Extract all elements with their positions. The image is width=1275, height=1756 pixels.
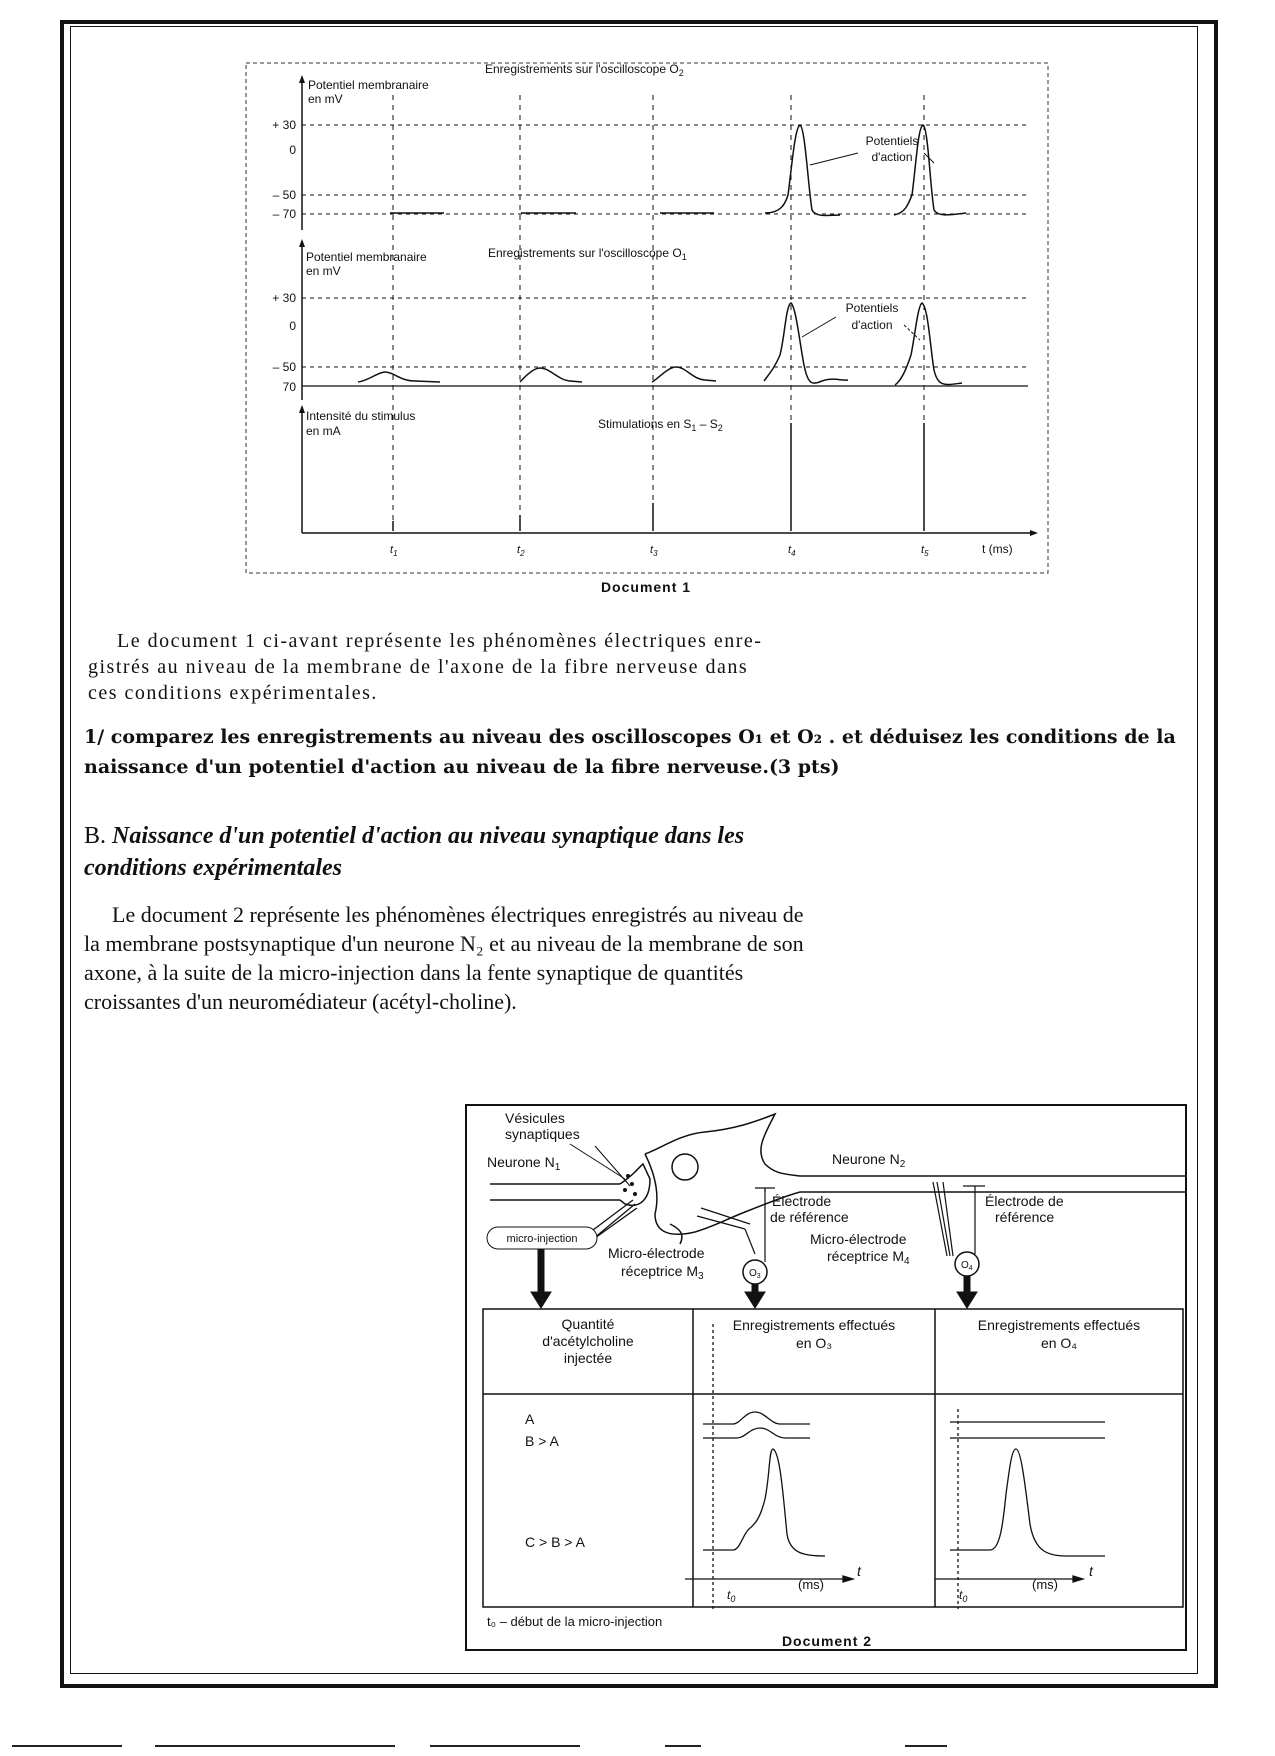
m3-label-line2: réceptrice M3 (621, 1263, 704, 1282)
o4-t0-label: t0 (959, 1588, 967, 1604)
m3-label-line1: Micro-électrode (608, 1245, 705, 1261)
electrode-ref2-line1: Électrode de (985, 1193, 1064, 1209)
table-header-o4-line1: Enregistrements effectués (978, 1317, 1140, 1333)
page-frame-inner (70, 26, 1198, 1674)
o2-tick-0: 0 (289, 143, 296, 157)
footer-line (12, 1745, 122, 1747)
electrode-ref1-line2: de référence (770, 1209, 849, 1225)
xtick-t4: t4 (788, 544, 796, 558)
o3-t0-label: t0 (727, 1588, 735, 1604)
table-header-o3-line1: Enregistrements effectués (733, 1317, 895, 1333)
o2-ylabel-line2: en mV (308, 92, 343, 106)
electrode-ref2-line2: référence (995, 1209, 1054, 1225)
o1-tick-70: 70 (283, 380, 297, 394)
neurone-n1-label: Neurone N1 (487, 1154, 561, 1173)
o1-ylabel-line2: en mV (306, 264, 341, 278)
o1-annotation-line2: d'action (852, 318, 893, 332)
o2-annotation-line1: Potentiels (866, 134, 919, 148)
table-header-o4-line2: en O₄ (1041, 1335, 1077, 1351)
table-header-o3-line2: en O₃ (796, 1335, 832, 1351)
description-line: Le document 1 ci-avant représente les ph… (117, 630, 763, 652)
stim-ylabel-line2: en mA (306, 424, 341, 438)
o1-tick-plus30: + 30 (272, 291, 296, 305)
xaxis-label: t (ms) (982, 542, 1013, 556)
footer-line (905, 1745, 947, 1747)
document-1-description: Le document 1 ci-avant représente les ph… (88, 628, 917, 706)
o4-ms-label: (ms) (1032, 1577, 1058, 1592)
o2-tick-minus70: – 70 (273, 207, 297, 221)
o3-ms-label: (ms) (798, 1577, 824, 1592)
section-b-title: Naissance d'un potentiel d'action au niv… (84, 823, 745, 881)
o2-ylabel-line1: Potentiel membranaire (308, 78, 429, 92)
o4-t-label: t (1089, 1563, 1094, 1579)
o3-label: O3 (749, 1268, 761, 1280)
stim-title: Stimulations en S1 – S2 (598, 417, 723, 433)
quantity-b: B > A (525, 1433, 560, 1449)
footer-line (665, 1745, 701, 1747)
stim-ylabel-line1: Intensité du stimulus (306, 409, 415, 423)
footer-line (430, 1745, 580, 1747)
xtick-t5: t5 (921, 544, 929, 558)
vesicles-label-line2: synaptiques (505, 1126, 580, 1142)
quantity-c: C > B > A (525, 1534, 586, 1550)
neurone-n2-label: Neurone N2 (832, 1151, 906, 1170)
m4-label-line2: réceptrice M4 (827, 1248, 910, 1267)
m4-label-line1: Micro-électrode (810, 1231, 907, 1247)
footer-line (155, 1745, 395, 1747)
table-header-quantity-line2: d'acétylcholine (542, 1333, 634, 1349)
o1-title: Enregistrements sur l'oscilloscope O1 (488, 246, 687, 262)
microinjection-label: micro-injection (507, 1233, 578, 1245)
quantity-a: A (525, 1411, 535, 1427)
o2-annotation-line2: d'action (872, 150, 913, 164)
o1-ylabel-line1: Potentiel membranaire (306, 250, 427, 264)
xtick-t2: t2 (517, 544, 525, 558)
document-2-description: Le document 2 représente les phénomènes … (84, 900, 819, 1016)
table-header-quantity-line3: injectée (564, 1350, 612, 1366)
description-text: Le document 2 représente les phénomènes … (84, 902, 804, 1014)
electrode-ref1-line1: Électrode (772, 1193, 831, 1209)
document-1-figure: Enregistrements sur l'oscilloscope O2 Po… (245, 62, 1049, 595)
document-2-figure: Vésicules synaptiques Neurone N1 Neurone… (465, 1104, 1187, 1651)
table-header-quantity-line1: Quantité (562, 1316, 615, 1332)
o1-tick-0: 0 (289, 319, 296, 333)
o4-label: O4 (961, 1260, 973, 1272)
o2-title: Enregistrements sur l'oscilloscope O2 (485, 62, 684, 78)
o2-tick-minus50: – 50 (273, 188, 297, 202)
document-2-footnote: t₀ – début de la micro-injection (487, 1614, 662, 1629)
o1-tick-minus50: – 50 (273, 360, 297, 374)
xtick-t3: t3 (650, 544, 658, 558)
document-2-caption: Document 2 (782, 1633, 872, 1649)
description-line: ces conditions expérimentales. (88, 682, 378, 704)
xtick-t1: t1 (390, 544, 398, 558)
description-line: gistrés au niveau de la membrane de l'ax… (88, 656, 749, 678)
question-1: 1/ comparez les enregistrements au nivea… (84, 726, 1176, 778)
vesicles-label-line1: Vésicules (505, 1110, 565, 1126)
o1-annotation-line1: Potentiels (846, 301, 899, 315)
page-frame-outer (60, 20, 1218, 1688)
o2-tick-plus30: + 30 (272, 118, 296, 132)
section-b-letter: B. (84, 823, 107, 849)
document-1-caption: Document 1 (601, 579, 691, 595)
section-b-heading: B. Naissance d'un potentiel d'action au … (84, 820, 844, 884)
o3-t-label: t (857, 1563, 862, 1579)
